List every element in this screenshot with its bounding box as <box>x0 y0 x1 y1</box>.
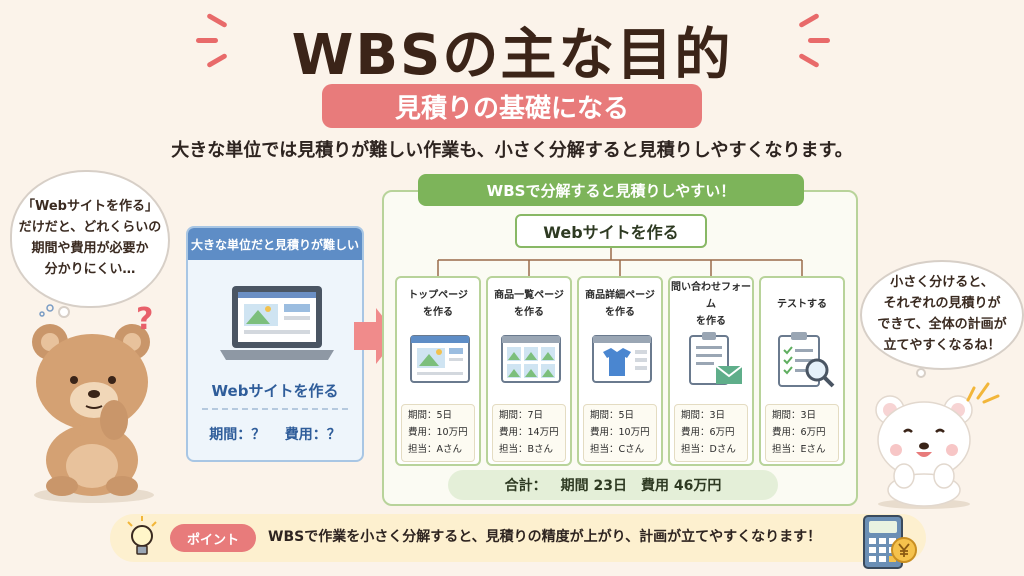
task-card-product-list: 商品一覧ページを作る 期間：7日 費用：14万円 担当：Bさん <box>486 276 572 466</box>
bubble-line: それぞれの見積りが <box>883 296 1001 312</box>
wbs-header: WBSで分解すると見積りしやすい！ <box>418 174 804 206</box>
task-owner: 担当：Bさん <box>499 444 554 456</box>
left-panel-header: 大きな単位だと見積りが難しい <box>188 228 362 260</box>
lead-text: 大きな単位では見積りが難しい作業も、小さく分解すると見積りしやすくなります。 <box>171 140 853 161</box>
bubble-line: 分かりにくい… <box>44 261 136 277</box>
task-name-line: を作る <box>423 307 453 318</box>
task-cost: 費用：14万円 <box>499 427 559 439</box>
task-name-line: 商品一覧ページ <box>494 290 564 301</box>
task-cost: 費用：10万円 <box>590 427 650 439</box>
left-speech-bubble: 「Webサイトを作る」 だけだと、どれくらいの 期間や費用が必要か 分かりにくい… <box>10 170 170 308</box>
bubble-line: 「Webサイトを作る」 <box>21 199 158 215</box>
left-panel-large-unit: 大きな単位だと見積りが難しい Webサイトを作る 期間：？ 費用：？ <box>186 226 364 462</box>
task-cost: 費用：6万円 <box>681 427 735 439</box>
task-cost: 費用：6万円 <box>772 427 826 439</box>
task-owner: 担当：Dさん <box>681 444 736 456</box>
point-text: WBSで作業を小さく分解すると、見積りの精度が上がり、計画が立てやすくなります！ <box>268 529 822 545</box>
total-cost: 費用 46万円 <box>641 478 722 494</box>
product-list-icon <box>501 335 561 383</box>
right-speech-bubble: 小さく分けると、 それぞれの見積りが できて、全体の計画が 立てやすくなるね！ <box>860 260 1024 370</box>
lightbulb-icon <box>127 516 157 555</box>
task-name-line: を作る <box>696 315 726 327</box>
task-owner: 担当：Eさん <box>772 444 826 456</box>
laptop-icon <box>220 286 334 360</box>
total-label: 合計： <box>504 478 547 494</box>
task-owner: 担当：Aさん <box>408 444 462 456</box>
webpage-icon <box>410 335 470 383</box>
product-detail-icon <box>592 335 652 383</box>
wbs-root-node: Webサイトを作る <box>515 214 707 248</box>
total-summary: 合計： 期間 23日 費用 46万円 <box>448 470 778 500</box>
task-name-line: を作る <box>514 307 544 318</box>
bubble-line: できて、全体の計画が <box>877 317 1007 332</box>
task-name-line: を作る <box>605 307 635 318</box>
task-name-line: 問い合わせフォーム <box>671 281 751 310</box>
task-card-contact-form: 問い合わせフォームを作る 期間：3日 費用：6万円 担当：Dさん <box>668 276 754 466</box>
bubble-line: 小さく分けると、 <box>890 275 994 291</box>
task-name: 商品詳細ページを作る <box>579 284 661 324</box>
task-name-line: テストする <box>777 298 827 310</box>
task-period: 期間：5日 <box>590 410 635 421</box>
tree-connector <box>437 248 803 276</box>
thinking-bear-icon <box>32 304 154 503</box>
bubble-line: 立てやすくなるね！ <box>883 337 1001 353</box>
task-period: 期間：3日 <box>681 410 726 421</box>
task-period: 期間：7日 <box>499 410 544 421</box>
task-period: 期間：5日 <box>408 410 453 421</box>
page-title: WBSの主な目的 <box>291 23 733 88</box>
bubble-tail <box>916 368 926 378</box>
left-panel-title: Webサイトを作る <box>211 382 339 400</box>
period-unknown: 期間：？ <box>209 427 266 443</box>
task-card-product-detail: 商品詳細ページを作る 期間：5日 費用：10万円 担当：Cさん <box>577 276 663 466</box>
question-mark-icon: ? <box>136 302 154 337</box>
task-name: トップページを作る <box>397 284 479 324</box>
task-name: テストする <box>761 284 843 324</box>
task-cost: 費用：10万円 <box>408 427 468 439</box>
task-name-line: トップページ <box>408 290 468 301</box>
bubble-line: 期間や費用が必要か <box>31 241 149 256</box>
contact-form-icon <box>689 332 743 385</box>
task-card-test: テストする 期間：3日 費用：6万円 担当：Eさん <box>759 276 845 466</box>
task-name-line: 商品詳細ページ <box>585 290 655 301</box>
task-card-top-page: トップページを作る 期間：5日 費用：10万円 担当：Aさん <box>395 276 481 466</box>
yen-coin-icon <box>891 537 917 563</box>
cost-unknown: 費用：？ <box>284 427 341 443</box>
subtitle-badge: 見積りの基礎になる <box>322 84 702 128</box>
task-period: 期間：3日 <box>772 410 817 421</box>
task-estimate: 期間：7日 費用：14万円 担当：Bさん <box>492 404 566 462</box>
sparkle-icon <box>196 38 218 43</box>
task-name: 商品一覧ページを作る <box>488 284 570 324</box>
task-estimate: 期間：5日 費用：10万円 担当：Cさん <box>583 404 657 462</box>
task-owner: 担当：Cさん <box>590 444 645 456</box>
happy-white-bear-icon <box>875 395 973 509</box>
task-estimate: 期間：3日 費用：6万円 担当：Eさん <box>765 404 839 462</box>
task-name: 問い合わせフォームを作る <box>670 282 752 327</box>
bubble-line: だけだと、どれくらいの <box>18 220 162 236</box>
divider <box>202 408 348 410</box>
point-label: ポイント <box>170 524 256 552</box>
task-estimate: 期間：5日 費用：10万円 担当：Aさん <box>401 404 475 462</box>
test-checklist-icon <box>778 332 835 388</box>
total-period: 期間 23日 <box>560 478 627 494</box>
sparkle-icon <box>808 38 830 43</box>
task-estimate: 期間：3日 費用：6万円 担当：Dさん <box>674 404 748 462</box>
sparkle-icon <box>966 382 1000 404</box>
left-panel-estimate: 期間：？ 費用：？ <box>188 424 362 444</box>
bubble-tail <box>58 306 70 318</box>
